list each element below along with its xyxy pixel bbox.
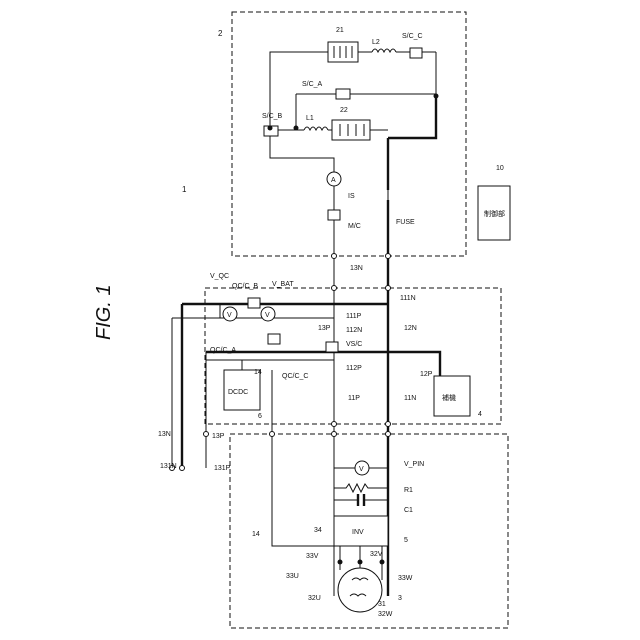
motor — [338, 568, 382, 612]
main-contactor — [328, 210, 340, 220]
label-33w: 33W — [398, 575, 413, 582]
aux-label: 補機 — [442, 393, 456, 402]
label-13p-outer: 13P — [212, 433, 225, 440]
inductor-l2 — [372, 49, 396, 52]
label-scb: S/C_B — [262, 113, 283, 120]
label-fuse: FUSE — [396, 219, 415, 226]
label-12n: 12N — [404, 325, 417, 332]
label-l2: L2 — [372, 39, 380, 46]
label-32w: 32W — [378, 611, 393, 618]
label-13p-inner: 13P — [318, 325, 331, 332]
label-r1: R1 — [404, 487, 413, 494]
contactor-qcca — [268, 334, 280, 344]
label-13n-outer: 13N — [158, 431, 171, 438]
label-14-inner: 14 — [254, 369, 262, 376]
label-qccc: QC/C_C — [282, 373, 308, 380]
label-qcca: QC/C_A — [210, 347, 236, 354]
label-131p: 131P — [214, 465, 231, 472]
label-l1: L1 — [306, 115, 314, 122]
battery-pack — [264, 42, 439, 172]
vqc-symbol: V — [227, 312, 232, 319]
figure-title: FIG. 1 — [93, 284, 115, 340]
switch-sca — [336, 89, 350, 99]
ref-controller-num: 10 — [496, 165, 504, 172]
label-inverter-ref: 5 — [404, 537, 408, 544]
vbat-symbol: V — [265, 312, 270, 319]
label-vsc: VS/C — [346, 341, 362, 348]
label-131n: 131N — [160, 463, 177, 470]
label-111p: 111P — [346, 313, 362, 320]
label-c1: C1 — [404, 507, 413, 514]
label-dcdc-ref: 6 — [258, 413, 262, 420]
label-motor-ref: 3 — [398, 595, 402, 602]
vpin-symbol: V — [359, 466, 364, 473]
label-112p: 112P — [346, 365, 362, 372]
label-33u: 33U — [286, 573, 299, 580]
label-32v: 32V — [370, 551, 383, 558]
battery-cell-21 — [328, 42, 358, 62]
label-12p: 12P — [420, 371, 433, 378]
label-sca: S/C_A — [302, 81, 323, 88]
label-112n: 112N — [346, 327, 362, 334]
label-rotor: 31 — [378, 601, 386, 608]
label-33v: 33V — [306, 553, 319, 560]
inverter-label: INV — [352, 529, 364, 536]
label-mc: M/C — [348, 223, 361, 230]
label-111n: 111N — [400, 295, 416, 302]
ref-system: 1 — [182, 185, 187, 194]
inductor-l1 — [304, 127, 328, 130]
label-cell-21: 21 — [336, 27, 344, 34]
ref-battery-unit: 2 — [218, 29, 223, 38]
resistor-r1 — [334, 484, 388, 492]
label-aux-ref: 4 — [478, 411, 482, 418]
label-vpin: V_PIN — [404, 461, 424, 468]
contactor-qccb — [248, 298, 260, 308]
controller-label: 制御部 — [484, 209, 505, 218]
label-11n: 11N — [404, 395, 416, 402]
label-13n-top: 13N — [350, 265, 363, 272]
contactor-vsc — [326, 342, 338, 352]
ammeter-symbol: A — [331, 177, 336, 184]
dcdc-label: DCDC — [228, 389, 248, 396]
label-scc: S/C_C — [402, 33, 423, 40]
label-32u: 32U — [308, 595, 321, 602]
label-14-outer: 14 — [252, 531, 260, 538]
label-11p: 11P — [348, 395, 360, 402]
label-cell-22: 22 — [340, 107, 348, 114]
label-vqc: V_QC — [210, 273, 229, 280]
label-qccb: QC/C_B — [232, 283, 258, 290]
label-34: 34 — [314, 527, 322, 534]
label-is: IS — [348, 193, 355, 200]
switch-scc — [410, 48, 422, 58]
label-vbat: V_BAT — [272, 281, 294, 288]
